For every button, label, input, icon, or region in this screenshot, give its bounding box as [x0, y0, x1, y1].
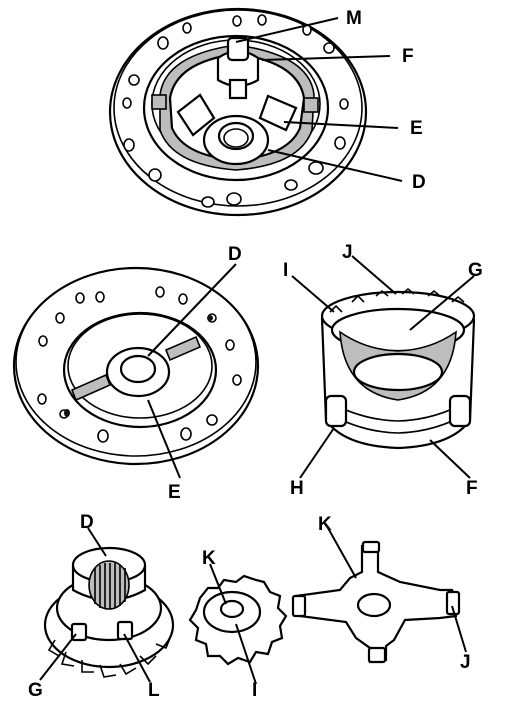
callout-mid-H: H [290, 478, 304, 499]
callout-mid-J: J [342, 242, 353, 263]
bottom-cross-shaft [291, 540, 461, 664]
callout-bot-J: J [460, 652, 471, 673]
bottom-pinion-gear [188, 574, 288, 666]
callout-bot-I: I [252, 680, 257, 701]
callout-bot-K1: K [202, 548, 216, 569]
top-flange-holes [122, 14, 349, 208]
callout-top-M: M [346, 8, 362, 29]
callout-top-D: D [412, 172, 426, 193]
bottom-side-gear [43, 546, 175, 678]
middle-cup [320, 287, 476, 450]
callout-top-F: F [402, 46, 414, 67]
top-case-assembly [108, 7, 368, 217]
callout-mid-F: F [466, 478, 478, 499]
callout-bot-G: G [28, 680, 43, 701]
middle-case-half [12, 266, 260, 466]
middle-flange-holes [37, 286, 242, 443]
leader-lines [39, 17, 475, 685]
callout-mid-D: D [228, 244, 242, 265]
callout-bot-L: L [148, 680, 160, 701]
callout-mid-G: G [468, 260, 483, 281]
callout-labels: M F E D D E I J G H F D G L K I K J [28, 8, 483, 701]
callout-mid-E: E [168, 482, 181, 503]
callout-mid-I: I [283, 260, 288, 281]
callout-bot-D: D [80, 512, 94, 533]
callout-top-E: E [410, 118, 423, 139]
callout-bot-K2: K [318, 514, 332, 535]
